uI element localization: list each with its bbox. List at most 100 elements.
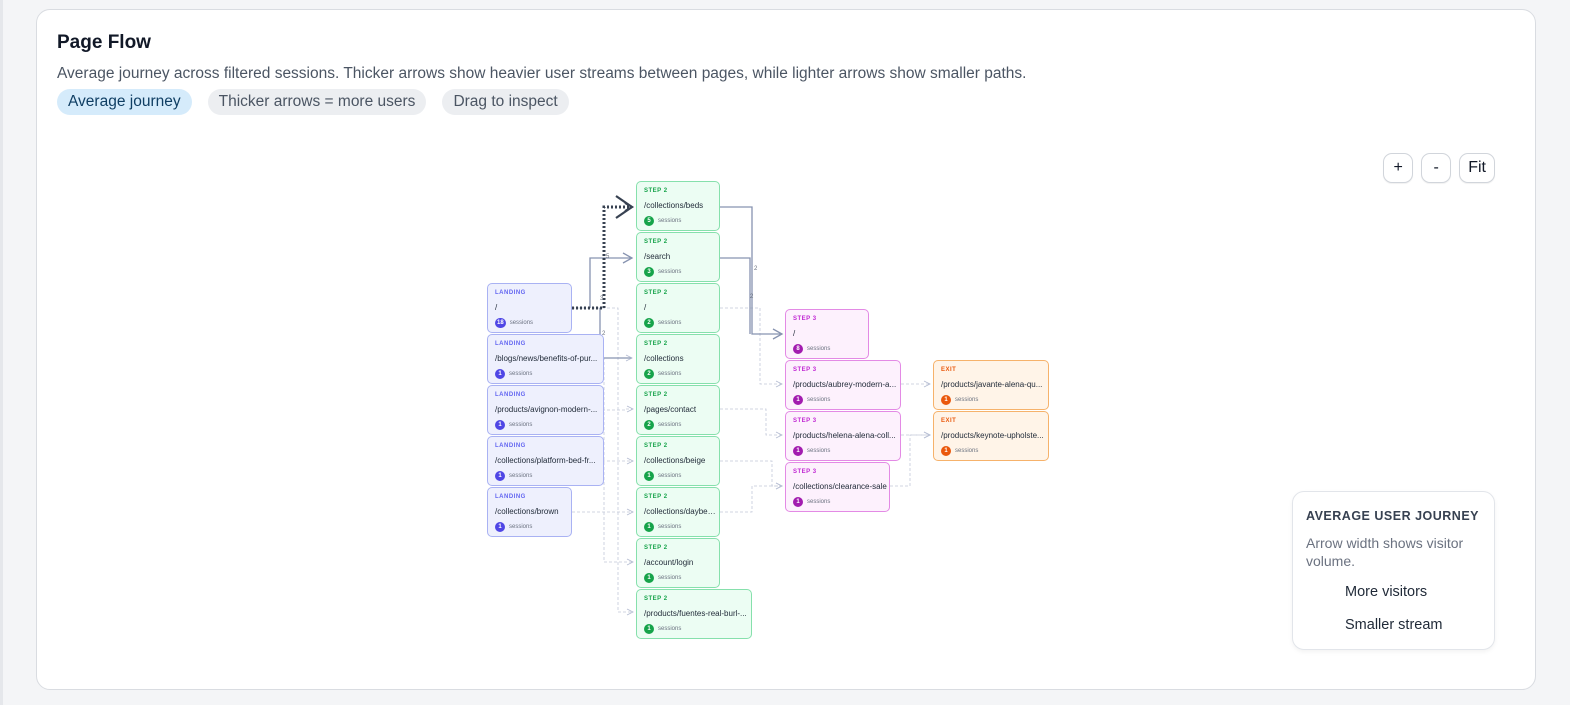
node-count-badge: 1 bbox=[941, 395, 951, 405]
node-landing-blogs[interactable]: LANDING /blogs/news/benefits-of-pur... 1… bbox=[487, 334, 604, 384]
node-count-badge: 1 bbox=[495, 471, 505, 481]
legend-row-more: More visitors bbox=[1306, 584, 1427, 600]
heavy-stream-arrowhead bbox=[615, 195, 634, 219]
node-path: /products/javante-alena-qu... bbox=[941, 380, 1043, 389]
fit-button[interactable]: Fit bbox=[1459, 153, 1495, 183]
node-unit: sessions bbox=[955, 448, 979, 454]
node-unit: sessions bbox=[807, 346, 831, 352]
node-count-badge: 1 bbox=[793, 446, 803, 456]
heavy-stream bbox=[572, 207, 632, 310]
node-count-badge: 2 bbox=[644, 420, 654, 430]
node-path: / bbox=[495, 303, 498, 312]
node-count-badge: 1 bbox=[793, 395, 803, 405]
node-path: /products/aubrey-modern-a... bbox=[793, 380, 897, 389]
edge-label: 2 bbox=[754, 266, 758, 272]
node-path: /products/helena-alena-coll... bbox=[793, 431, 896, 440]
node-stage-label: STEP 2 bbox=[644, 188, 668, 194]
node-count-badge: 1 bbox=[495, 522, 505, 532]
node-unit: sessions bbox=[658, 626, 682, 632]
node-stage-label: STEP 3 bbox=[793, 418, 817, 424]
legend-title: AVERAGE USER JOURNEY bbox=[1306, 509, 1479, 523]
node-count-badge: 1 bbox=[644, 471, 654, 481]
node-step2-fuentes[interactable]: STEP 2 /products/fuentes-real-burl-... 1… bbox=[636, 589, 752, 639]
node-count-badge: 1 bbox=[495, 420, 505, 430]
node-count-badge: 1 bbox=[644, 624, 654, 634]
node-unit: sessions bbox=[658, 524, 682, 530]
zoom-out-button[interactable]: - bbox=[1421, 153, 1452, 183]
edge-label: 5 bbox=[606, 254, 610, 260]
node-unit: sessions bbox=[658, 575, 682, 581]
page-subtitle: Average journey across filtered sessions… bbox=[57, 65, 1027, 82]
edge-label: 3 bbox=[600, 296, 604, 302]
node-unit: sessions bbox=[658, 269, 682, 275]
node-unit: sessions bbox=[509, 473, 533, 479]
edge-label: 2 bbox=[750, 294, 754, 300]
node-stage-label: STEP 2 bbox=[644, 443, 668, 449]
node-path: / bbox=[644, 303, 647, 312]
node-count-badge: 1 bbox=[793, 497, 803, 507]
node-count-badge: 1 bbox=[495, 369, 505, 379]
legend-row-smaller: Smaller stream bbox=[1306, 617, 1443, 633]
node-count-badge: 1 bbox=[644, 573, 654, 583]
node-unit: sessions bbox=[658, 371, 682, 377]
node-stage-label: LANDING bbox=[495, 392, 526, 398]
node-stage-label: LANDING bbox=[495, 341, 526, 347]
zoom-in-button[interactable]: + bbox=[1383, 153, 1414, 183]
journey-legend: AVERAGE USER JOURNEY Arrow width shows v… bbox=[1292, 491, 1495, 650]
node-count-badge: 3 bbox=[644, 267, 654, 277]
solid-streams bbox=[589, 206, 784, 362]
node-step3-home[interactable]: STEP 3 / 8 sessions bbox=[785, 309, 869, 359]
node-stage-label: STEP 2 bbox=[644, 596, 668, 602]
window-edge bbox=[0, 0, 3, 705]
node-landing-platform-bed[interactable]: LANDING /collections/platform-bed-fr... … bbox=[487, 436, 604, 486]
node-stage-label: EXIT bbox=[941, 418, 957, 424]
node-path: / bbox=[793, 329, 796, 338]
node-stage-label: LANDING bbox=[495, 290, 526, 296]
node-path: /collections bbox=[644, 354, 684, 363]
node-stage-label: LANDING bbox=[495, 443, 526, 449]
node-unit: sessions bbox=[807, 397, 831, 403]
node-stage-label: STEP 3 bbox=[793, 316, 817, 322]
node-landing-avignon[interactable]: LANDING /products/avignon-modern-... 1 se… bbox=[487, 385, 604, 435]
node-stage-label: LANDING bbox=[495, 494, 526, 500]
node-landing-brown[interactable]: LANDING /collections/brown 1 sessions bbox=[487, 487, 572, 537]
node-path: /products/avignon-modern-... bbox=[495, 405, 598, 414]
pill-average-journey[interactable]: Average journey bbox=[57, 89, 192, 115]
zoom-controls: + - Fit bbox=[1383, 153, 1495, 183]
node-unit: sessions bbox=[509, 524, 533, 530]
node-path: /collections/platform-bed-fr... bbox=[495, 456, 596, 465]
pill-drag-to-inspect: Drag to inspect bbox=[442, 89, 569, 115]
node-unit: sessions bbox=[509, 422, 533, 428]
node-path: /search bbox=[644, 252, 671, 261]
pill-thicker-arrows: Thicker arrows = more users bbox=[207, 89, 427, 115]
node-unit: sessions bbox=[509, 371, 533, 377]
legend-smaller-label: Smaller stream bbox=[1345, 617, 1443, 633]
node-path: /blogs/news/benefits-of-pur... bbox=[495, 354, 598, 363]
node-stage-label: STEP 2 bbox=[644, 290, 668, 296]
node-count-badge: 18 bbox=[495, 318, 506, 328]
node-stage-label: STEP 2 bbox=[644, 392, 668, 398]
node-count-badge: 2 bbox=[644, 369, 654, 379]
node-path: /products/fuentes-real-burl-... bbox=[644, 609, 747, 618]
node-path: /collections/brown bbox=[495, 507, 559, 516]
page-title: Page Flow bbox=[57, 32, 151, 53]
node-unit: sessions bbox=[658, 422, 682, 428]
node-count-badge: 8 bbox=[793, 344, 803, 354]
node-count-badge: 1 bbox=[644, 522, 654, 532]
node-stage-label: EXIT bbox=[941, 367, 957, 373]
legend-more-label: More visitors bbox=[1345, 584, 1428, 600]
